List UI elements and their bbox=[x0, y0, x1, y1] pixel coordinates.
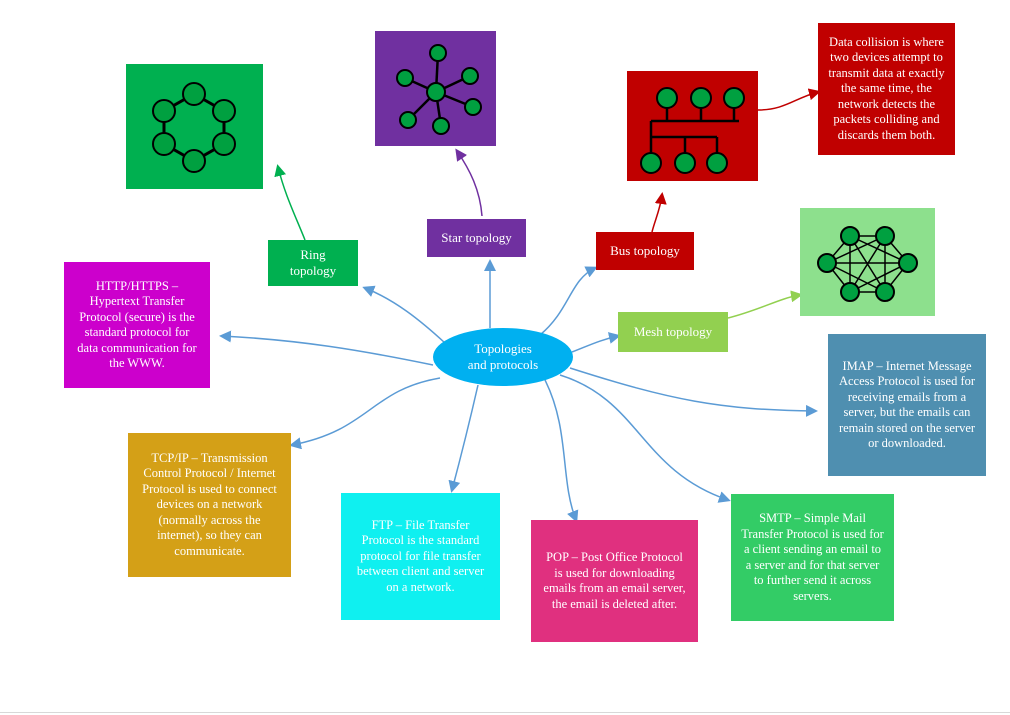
connector-pop bbox=[544, 379, 579, 523]
collision-note-text: Data collision is where two devices atte… bbox=[828, 34, 945, 142]
connector-ring-icon bbox=[274, 164, 306, 241]
bus-topology-icon bbox=[627, 71, 758, 181]
star-topology-icon bbox=[375, 31, 496, 146]
mesh-topology-icon bbox=[800, 208, 935, 316]
connector-ftp bbox=[448, 384, 479, 493]
star-topology-label: Star topology bbox=[427, 219, 526, 257]
connector-http bbox=[219, 330, 434, 366]
ring-topology-icon bbox=[126, 64, 263, 189]
http-protocol-box: HTTP/HTTPS – Hypertext Transfer Protocol… bbox=[64, 262, 210, 388]
bus-topology-text: Bus topology bbox=[610, 243, 680, 258]
connector-bus bbox=[539, 266, 598, 336]
ftp-protocol-text: FTP – File Transfer Protocol is the stan… bbox=[356, 517, 485, 594]
center-node: Topologies and protocols bbox=[433, 328, 573, 386]
connector-collision bbox=[757, 88, 821, 111]
smtp-protocol-text: SMTP – Simple Mail Transfer Protocol is … bbox=[741, 511, 884, 603]
http-protocol-text: HTTP/HTTPS – Hypertext Transfer Protocol… bbox=[77, 278, 197, 371]
connector-tcpip bbox=[289, 377, 441, 450]
smtp-protocol-box: SMTP – Simple Mail Transfer Protocol is … bbox=[731, 494, 894, 621]
imap-protocol-text: IMAP – Internet Message Access Protocol … bbox=[838, 358, 976, 451]
connector-smtp bbox=[559, 374, 731, 503]
connector-star-icon bbox=[455, 148, 483, 217]
tcpip-protocol-text: TCP/IP – Transmission Control Protocol /… bbox=[142, 450, 277, 558]
imap-protocol-box: IMAP – Internet Message Access Protocol … bbox=[828, 334, 986, 476]
ring-topology-label: Ring topology bbox=[268, 240, 358, 286]
connector-mesh-icon bbox=[727, 290, 803, 319]
ring-topology-text: Ring topology bbox=[289, 247, 337, 278]
connector-mesh bbox=[571, 332, 621, 353]
connector-bus-icon bbox=[651, 192, 667, 233]
bottom-divider bbox=[0, 712, 1010, 713]
tcpip-protocol-box: TCP/IP – Transmission Control Protocol /… bbox=[128, 433, 291, 577]
connector-ring bbox=[362, 285, 446, 344]
pop-protocol-text: POP – Post Office Protocol is used for d… bbox=[543, 550, 686, 611]
mesh-topology-text: Mesh topology bbox=[633, 324, 713, 339]
ftp-protocol-box: FTP – File Transfer Protocol is the stan… bbox=[341, 493, 500, 620]
pop-protocol-box: POP – Post Office Protocol is used for d… bbox=[531, 520, 698, 642]
bus-topology-label: Bus topology bbox=[596, 232, 694, 270]
collision-note: Data collision is where two devices atte… bbox=[818, 23, 955, 155]
mesh-topology-label: Mesh topology bbox=[618, 312, 728, 352]
star-topology-text: Star topology bbox=[441, 230, 512, 245]
center-label: Topologies and protocols bbox=[467, 341, 539, 372]
connector-imap bbox=[569, 367, 818, 417]
